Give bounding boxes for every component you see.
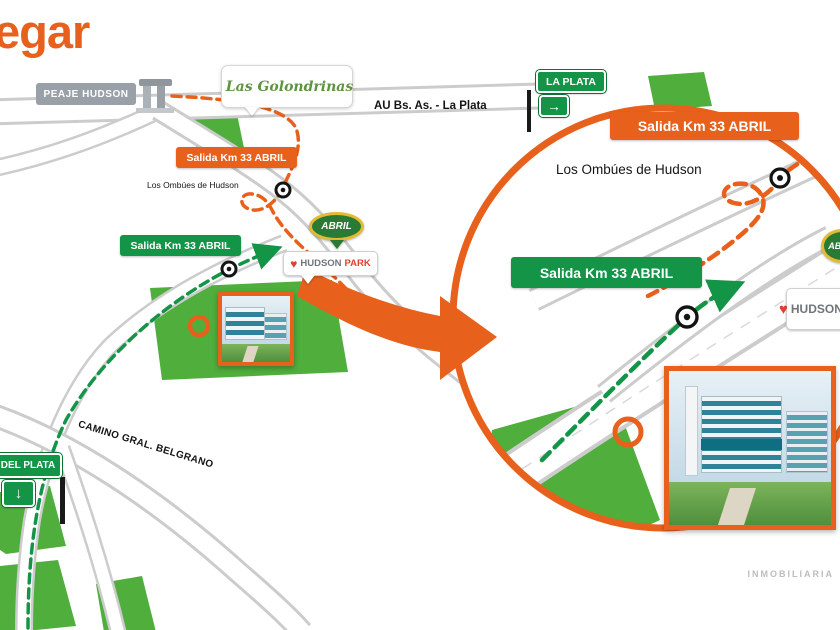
zoom-hudson-park-word1: HUDSON [790, 302, 840, 316]
abril-pointer [330, 240, 344, 249]
abril-logo: ABRIL [309, 212, 364, 241]
hudson-park-word1: HUDSON [300, 258, 342, 269]
zoom-ombues-label: Los Ombúes de Hudson [556, 162, 702, 177]
zoom-exit-sign-green: Salida Km 33 ABRIL [511, 257, 702, 288]
exit-marker-orange [274, 181, 292, 199]
toll-booth-icon [136, 79, 174, 113]
zoom-exit-marker-orange [769, 167, 791, 189]
roads [0, 82, 541, 630]
zoom-heart-icon: ♥ [778, 300, 788, 318]
photo-building-wing [785, 411, 828, 473]
building-photo-small [218, 292, 294, 366]
zoom-route-green-dashed [539, 279, 746, 463]
card-pointer [245, 107, 259, 116]
right-arrow-icon: → [539, 95, 569, 117]
heart-icon: ♥ [290, 256, 298, 271]
watermark-text: INMOBILIARIA [747, 569, 834, 579]
page-heading-fragment: egar [0, 5, 90, 58]
la-plata-sign: LA PLATA [536, 70, 606, 93]
building-photo-large [664, 366, 836, 530]
photo-building [225, 306, 265, 340]
zoom-exit-marker-green [675, 305, 699, 329]
hudson-park-pointer [301, 275, 315, 284]
highway-label: AU Bs. As. - La Plata [374, 100, 487, 112]
exit-sign-green: Salida Km 33 ABRIL [120, 235, 241, 256]
down-arrow-icon: ↓ [2, 480, 35, 507]
hudson-park-word2: PARK [344, 258, 371, 269]
exit-sign-orange: Salida Km 33 ABRIL [176, 147, 297, 168]
route-green-dashed [26, 243, 283, 630]
exit-marker-green [220, 260, 238, 278]
photo-building [701, 395, 783, 473]
mar-del-plata-sign: R DEL PLATA [0, 453, 62, 478]
zoom-arrow [297, 268, 497, 380]
photo-pylon [685, 386, 699, 476]
zoom-exit-sign-orange: Salida Km 33 ABRIL [610, 112, 799, 140]
location-ring [187, 314, 211, 338]
golondrinas-card: Las Golondrinas [218, 65, 354, 108]
peaje-hudson-sign: PEAJE HUDSON [36, 83, 136, 105]
photo-sign-band [701, 438, 783, 450]
photo-building-wing [264, 313, 288, 340]
ombues-label: Los Ombúes de Hudson [147, 180, 239, 190]
sign-poles [60, 90, 531, 524]
zoom-location-ring [612, 416, 644, 448]
golondrinas-label: Las Golondrinas [225, 78, 354, 95]
